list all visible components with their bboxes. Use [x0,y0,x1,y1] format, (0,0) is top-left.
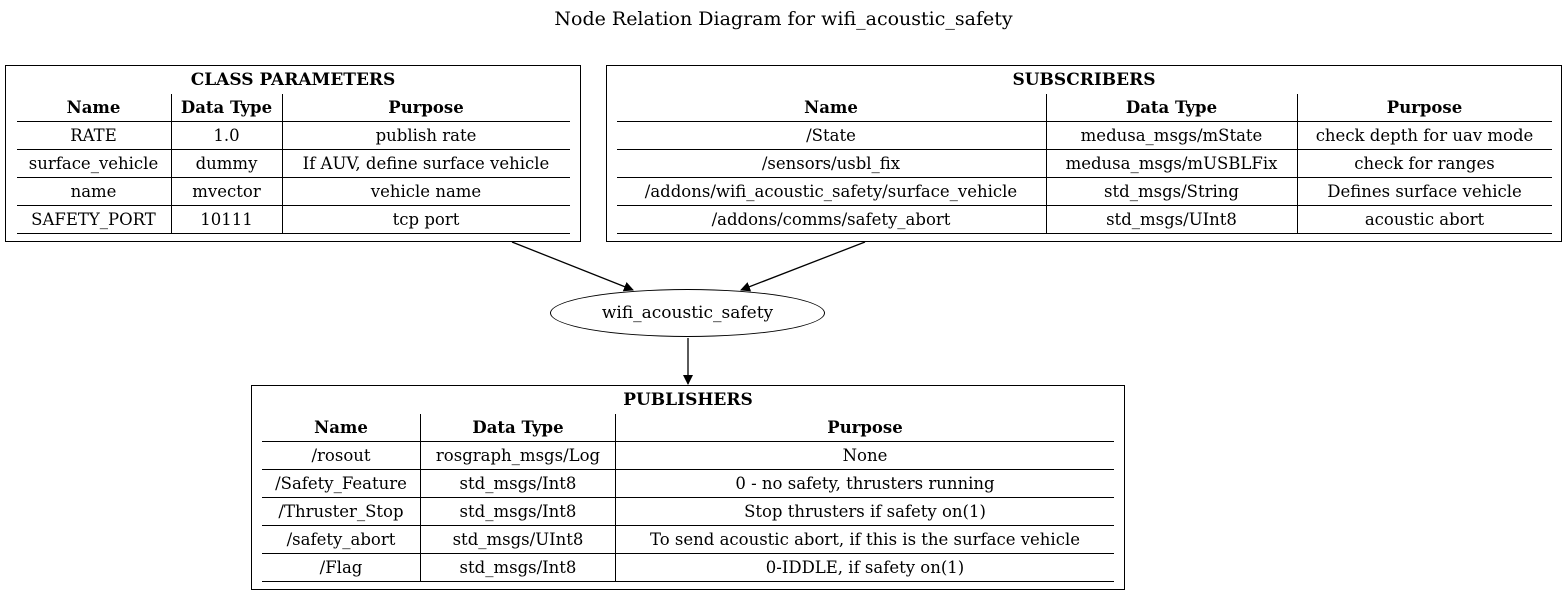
table-row: name mvector vehicle name [16,177,570,206]
column-header-purpose: Purpose [1297,94,1552,122]
topic-name: /State [616,121,1047,150]
topic-data-type: std_msgs/UInt8 [1046,205,1298,234]
table-row: /safety_abort std_msgs/UInt8 To send aco… [262,525,1114,554]
publishers-box: PUBLISHERS Name Data Type Purpose /rosou… [251,385,1125,590]
topic-purpose: None [615,441,1114,470]
topic-name: /rosout [262,441,421,470]
subscribers-heading: SUBSCRIBERS [1012,70,1156,90]
param-name: RATE [16,121,172,150]
topic-name: /Safety_Feature [262,469,421,498]
table-row: /rosout rosgraph_msgs/Log None [262,441,1114,470]
topic-name: /sensors/usbl_fix [616,149,1047,178]
topic-purpose: 0 - no safety, thrusters running [615,469,1114,498]
edge-subscribers-to-node [740,241,866,292]
topic-data-type: medusa_msgs/mState [1046,121,1298,150]
column-header-name: Name [616,94,1047,122]
topic-name: /addons/comms/safety_abort [616,205,1047,234]
topic-data-type: std_msgs/Int8 [420,469,616,498]
topic-name: /safety_abort [262,525,421,554]
column-header-data-type: Data Type [171,94,283,122]
edge-class-parameters-to-node [511,241,634,292]
param-purpose: vehicle name [282,177,570,206]
table-row: /Flag std_msgs/Int8 0-IDDLE, if safety o… [262,553,1114,582]
topic-purpose: Defines surface vehicle [1297,177,1552,206]
class-parameters-table: Name Data Type Purpose RATE 1.0 publish … [16,94,570,234]
node-ellipse: wifi_acoustic_safety [550,289,825,337]
column-header-purpose: Purpose [282,94,570,122]
column-header-name: Name [16,94,172,122]
subscribers-table: Name Data Type Purpose /State medusa_msg… [616,94,1552,234]
table-header-row: Name Data Type Purpose [262,414,1114,442]
table-row: surface_vehicle dummy If AUV, define sur… [16,149,570,178]
param-purpose: tcp port [282,205,570,234]
topic-data-type: rosgraph_msgs/Log [420,441,616,470]
param-data-type: mvector [171,177,283,206]
table-row: /State medusa_msgs/mState check depth fo… [616,121,1552,150]
table-header-row: Name Data Type Purpose [16,94,570,122]
param-name: name [16,177,172,206]
table-row: /addons/wifi_acoustic_safety/surface_veh… [616,177,1552,206]
topic-purpose: Stop thrusters if safety on(1) [615,497,1114,526]
topic-purpose: check depth for uav mode [1297,121,1552,150]
topic-data-type: medusa_msgs/mUSBLFix [1046,149,1298,178]
subscribers-box: SUBSCRIBERS Name Data Type Purpose /Stat… [606,65,1562,242]
column-header-name: Name [262,414,421,442]
topic-name: /Thruster_Stop [262,497,421,526]
class-parameters-box: CLASS PARAMETERS Name Data Type Purpose … [5,65,581,242]
table-row: RATE 1.0 publish rate [16,121,570,150]
param-purpose: If AUV, define surface vehicle [282,149,570,178]
param-name: SAFETY_PORT [16,205,172,234]
param-data-type: 1.0 [171,121,283,150]
table-row: /sensors/usbl_fix medusa_msgs/mUSBLFix c… [616,149,1552,178]
topic-data-type: std_msgs/Int8 [420,553,616,582]
topic-purpose: To send acoustic abort, if this is the s… [615,525,1114,554]
table-row: /addons/comms/safety_abort std_msgs/UInt… [616,205,1552,234]
param-name: surface_vehicle [16,149,172,178]
topic-name: /Flag [262,553,421,582]
column-header-data-type: Data Type [420,414,616,442]
topic-data-type: std_msgs/String [1046,177,1298,206]
param-data-type: 10111 [171,205,283,234]
topic-name: /addons/wifi_acoustic_safety/surface_veh… [616,177,1047,206]
param-data-type: dummy [171,149,283,178]
publishers-heading: PUBLISHERS [623,390,753,410]
class-parameters-heading: CLASS PARAMETERS [190,70,396,90]
table-row: /Safety_Feature std_msgs/Int8 0 - no saf… [262,469,1114,498]
node-label: wifi_acoustic_safety [601,303,774,323]
topic-purpose: check for ranges [1297,149,1552,178]
topic-purpose: acoustic abort [1297,205,1552,234]
topic-purpose: 0-IDDLE, if safety on(1) [615,553,1114,582]
table-row: SAFETY_PORT 10111 tcp port [16,205,570,234]
table-header-row: Name Data Type Purpose [616,94,1552,122]
column-header-purpose: Purpose [615,414,1114,442]
param-purpose: publish rate [282,121,570,150]
diagram-title: Node Relation Diagram for wifi_acoustic_… [554,8,1013,30]
table-row: /Thruster_Stop std_msgs/Int8 Stop thrust… [262,497,1114,526]
column-header-data-type: Data Type [1046,94,1298,122]
topic-data-type: std_msgs/Int8 [420,497,616,526]
publishers-table: Name Data Type Purpose /rosout rosgraph_… [262,414,1114,582]
topic-data-type: std_msgs/UInt8 [420,525,616,554]
